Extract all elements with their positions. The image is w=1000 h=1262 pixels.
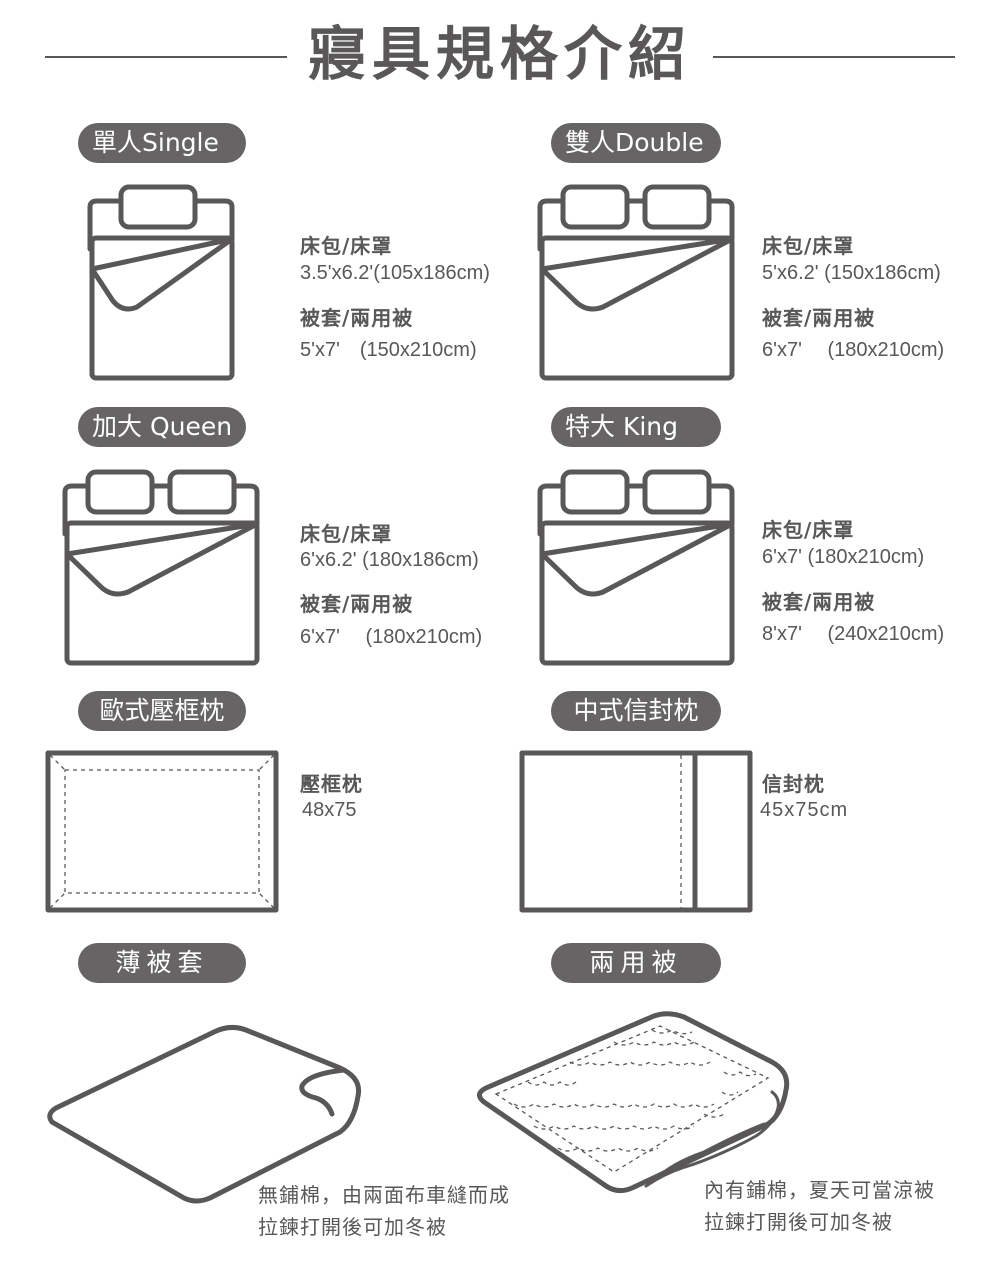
double-bed-icon bbox=[537, 184, 735, 381]
king-bed-icon bbox=[537, 469, 735, 666]
section-label-thin-cover: 薄被套 bbox=[78, 943, 246, 983]
section-label-king: 特大 King bbox=[551, 407, 721, 447]
section-label-dual-quilt: 兩用被 bbox=[551, 943, 721, 983]
queen-sheet-size: 6'x6.2' (180x186cm) bbox=[300, 549, 479, 571]
euro-pillow-label: 壓框枕 bbox=[300, 772, 363, 796]
section-label-queen: 加大 Queen bbox=[78, 407, 246, 447]
section-label-single: 單人Single bbox=[78, 123, 246, 163]
dual-quilt-icon bbox=[477, 1011, 790, 1194]
section-label-euro-pillow: 歐式壓框枕 bbox=[78, 691, 246, 731]
single-quilt-label: 被套/兩用被 bbox=[300, 306, 414, 330]
envelope-pillow-icon bbox=[519, 750, 753, 913]
queen-quilt-label: 被套/兩用被 bbox=[300, 592, 414, 616]
single-bed-icon bbox=[87, 184, 235, 381]
king-quilt-size: 8'x7' (240x210cm) bbox=[762, 623, 945, 645]
thin-cover-note-line1: 無鋪棉，由兩面布車縫而成 bbox=[258, 1183, 510, 1207]
title-rule-right bbox=[713, 56, 955, 58]
envelope-pillow-label: 信封枕 bbox=[762, 772, 825, 796]
double-sheet-size: 5'x6.2' (150x186cm) bbox=[762, 262, 941, 284]
dual-quilt-note-line2: 拉鍊打開後可加冬被 bbox=[704, 1210, 893, 1234]
king-quilt-label: 被套/兩用被 bbox=[762, 590, 876, 614]
thin-cover-icon bbox=[47, 1024, 362, 1204]
king-sheet-label: 床包/床罩 bbox=[762, 518, 855, 542]
king-sheet-size: 6'x7' (180x210cm) bbox=[762, 546, 925, 568]
double-quilt-label: 被套/兩用被 bbox=[762, 306, 876, 330]
single-quilt-size: 5'x7' (150x210cm) bbox=[300, 339, 477, 361]
double-sheet-label: 床包/床罩 bbox=[762, 234, 855, 258]
double-quilt-size: 6'x7' (180x210cm) bbox=[762, 339, 945, 361]
thin-cover-note-line2: 拉鍊打開後可加冬被 bbox=[258, 1215, 447, 1239]
section-label-double: 雙人Double bbox=[551, 123, 721, 163]
dual-quilt-note-line1: 內有鋪棉，夏天可當涼被 bbox=[704, 1178, 935, 1202]
euro-pillow-icon bbox=[45, 750, 279, 913]
page-title: 寢具規格介紹 bbox=[307, 20, 692, 88]
queen-bed-icon bbox=[62, 469, 260, 666]
title-rule-left bbox=[45, 56, 287, 58]
euro-pillow-size: 48x75 bbox=[302, 799, 357, 821]
single-sheet-label: 床包/床罩 bbox=[300, 234, 393, 258]
queen-quilt-size: 6'x7' (180x210cm) bbox=[300, 626, 483, 648]
section-label-envelope-pillow: 中式信封枕 bbox=[551, 691, 721, 731]
queen-sheet-label: 床包/床罩 bbox=[300, 522, 393, 546]
envelope-pillow-size: 45x75cm bbox=[760, 799, 849, 821]
single-sheet-size: 3.5'x6.2'(105x186cm) bbox=[300, 262, 490, 284]
